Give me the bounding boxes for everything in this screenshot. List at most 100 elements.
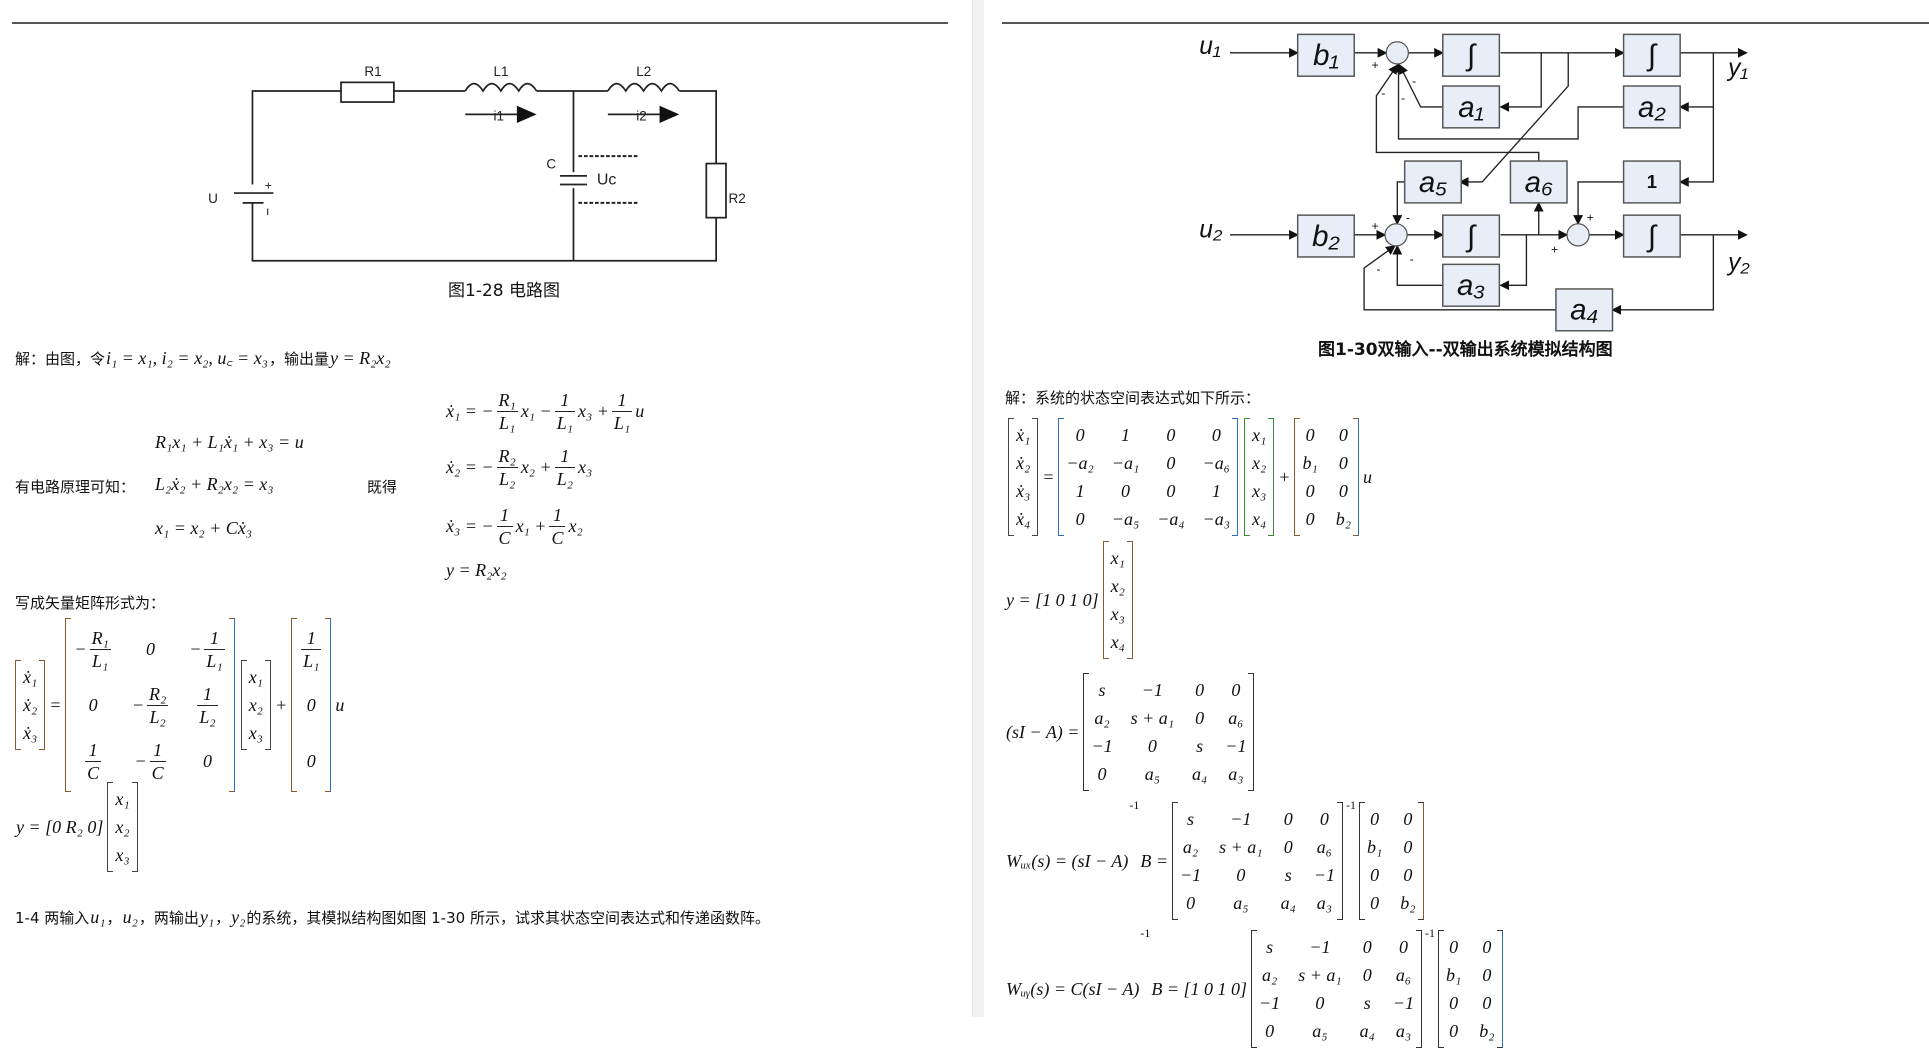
math-text: u — [635, 401, 645, 421]
matrix-cell: x₁ — [1110, 548, 1125, 568]
math-text: y = [0 R₂ 0] — [16, 816, 104, 837]
label-y1: y₁ — [1726, 55, 1748, 82]
numerator: 1 — [560, 390, 570, 410]
label-i2: i2 — [636, 108, 647, 123]
matrix-cell: 0 — [1449, 937, 1459, 957]
matrix-cell: b₂ — [1400, 893, 1416, 913]
matrix-cell: 0 — [1265, 1021, 1275, 1041]
matrix-cell: a₄ — [1280, 893, 1296, 913]
math-text: y = [1 0 1 0] — [1006, 589, 1099, 610]
matrix-cell: ẋ₂ — [23, 695, 38, 715]
label-l2: L2 — [636, 64, 651, 79]
label-plus: + — [265, 178, 272, 192]
label-u2: u₂ — [1199, 216, 1223, 243]
block-unity: 1 — [1622, 160, 1681, 204]
block-box — [1296, 33, 1355, 77]
matrix-cell: x₂ — [115, 817, 130, 837]
matrix-cell: s — [1187, 809, 1195, 829]
block-label: ∫ — [1465, 39, 1477, 72]
matrix-cell: x₃ — [1252, 481, 1267, 501]
superscript: -1 — [1425, 926, 1436, 940]
sign-plus: + — [1371, 58, 1378, 72]
output-eq-simple: y = R₂x₂ — [445, 560, 508, 581]
sign-plus: + — [1371, 219, 1378, 233]
eq-text: L₂ẋ₂ + R₂x₂ = x₃ — [155, 474, 274, 494]
denominator: C — [498, 528, 511, 548]
denominator: L₂ — [199, 706, 216, 727]
sign-minus: - — [1412, 74, 1416, 88]
math-text: u — [1362, 466, 1372, 487]
matrix-cell: ẋ₃ — [23, 723, 38, 743]
block-a6: a₆ — [1509, 160, 1568, 204]
matrix-cell: s + a₁ — [1219, 837, 1263, 857]
block-b2: b₂ — [1296, 214, 1355, 258]
matrix-cell: 0 — [1075, 425, 1085, 445]
sign-minus: - — [1406, 210, 1410, 224]
matrix-cell: −1 — [1313, 865, 1335, 885]
matrix-cell: ẋ₁ — [23, 667, 38, 687]
matrix-cell: 0 — [1482, 993, 1492, 1013]
matrix-cell: a₂ — [1094, 708, 1110, 728]
matrix-cell: x₂ — [1110, 576, 1125, 596]
matrix-cell: 0 — [146, 639, 156, 659]
block-box — [1622, 33, 1681, 77]
math-text: B = — [1140, 850, 1168, 871]
figure-caption-1-30: 图1-30双输入--双输出系统模拟结构图 — [1318, 340, 1613, 360]
math-text: u₁ — [90, 907, 106, 927]
matrix-cell: 0 — [1305, 509, 1315, 529]
block-b1: b₁ — [1296, 33, 1355, 77]
matrix-cell: ẋ₁ — [1016, 425, 1031, 445]
block-box — [1622, 85, 1681, 129]
denominator: C — [151, 762, 164, 783]
matrix-cell: −a₂ — [1066, 453, 1094, 473]
fraction-bar — [554, 411, 575, 412]
circuit-eq-3: x₁ = x₂ + Cẋ₃ — [154, 518, 253, 539]
matrix-cell: a₆ — [1228, 708, 1244, 728]
denominator: L₁ — [303, 650, 320, 671]
math-text: B = [1 0 1 0] — [1151, 978, 1248, 999]
matrix-cell: 0 — [1398, 937, 1408, 957]
numerator: R₁ — [91, 627, 109, 648]
numerator: 1 — [617, 390, 627, 410]
matrix-cell: 0 — [1403, 837, 1413, 857]
fraction-bar — [146, 704, 169, 706]
matrix-cell: b₁ — [1366, 837, 1383, 857]
denominator: L₁ — [556, 413, 573, 433]
block-label: a₅ — [1419, 166, 1447, 199]
label-u: U — [208, 191, 218, 206]
matrix-cell: a₅ — [1312, 1021, 1328, 1041]
matrix-cell: −1 — [1392, 993, 1415, 1013]
matrix-cell: x₁ — [1252, 425, 1267, 445]
matrix-cell: 0 — [1362, 965, 1372, 985]
integrator-3: ∫ — [1442, 214, 1501, 258]
matrix-cell: 0 — [1482, 937, 1492, 957]
numerator: 1 — [500, 505, 510, 525]
matrix-cell: s — [1196, 736, 1204, 756]
matrix-cell: 0 — [1449, 1021, 1459, 1041]
then-label: 既得 — [367, 478, 398, 496]
math-text: x₃ — [578, 457, 593, 477]
block-label: ∫ — [1465, 220, 1477, 253]
denominator: L₁ — [206, 650, 223, 671]
matrix-cell: s — [1266, 937, 1274, 957]
fraction-bar — [149, 760, 166, 762]
matrix-cell: s + a₁ — [1130, 708, 1175, 728]
matrix-cell: 0 — [1305, 481, 1315, 501]
matrix-cell: 0 — [1147, 736, 1157, 756]
matrix-cell: −1 — [1259, 993, 1281, 1013]
